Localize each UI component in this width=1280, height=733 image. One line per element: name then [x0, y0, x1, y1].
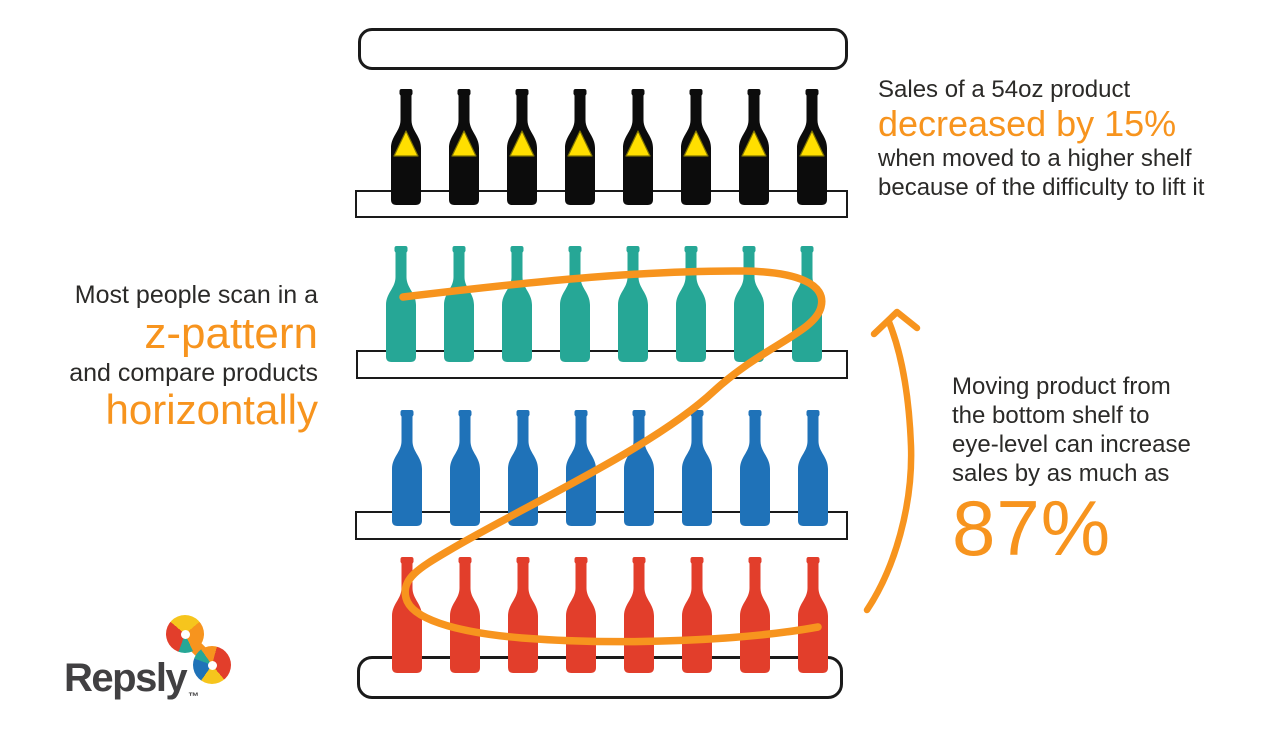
bottle-shape: [560, 246, 590, 362]
bottle-shape: [392, 557, 422, 673]
bottle-icon: [740, 557, 770, 673]
warning-triangle-icon: [799, 130, 825, 157]
brand-name: Repsly: [64, 656, 188, 700]
warning-triangle-icon: [567, 130, 593, 157]
warning-triangle-icon: [393, 130, 419, 157]
bottle-shape: [740, 557, 770, 673]
shelf-unit-base: [357, 656, 843, 699]
bottle-icon: [566, 410, 596, 526]
bottle-icon: [502, 246, 532, 362]
annotation-line: eye-level can increase: [952, 431, 1191, 458]
bottom-shelf-bottles: [392, 557, 828, 673]
bottle-icon: [450, 557, 480, 673]
bottle-shape: [566, 410, 596, 526]
stat-87-percent: 87%: [952, 484, 1112, 572]
bottle-shape: [618, 246, 648, 362]
highlight-z-pattern: z-pattern: [144, 309, 318, 358]
bottle-shape: [798, 557, 828, 673]
bottle-icon: [508, 410, 538, 526]
annotation-line: sales by as much as: [952, 460, 1170, 487]
bottle-shape: [682, 557, 712, 673]
bottle-icon: [444, 246, 474, 362]
annotation-line: because of the difficulty to lift it: [878, 174, 1205, 201]
bottle-icon: [734, 246, 764, 362]
bottle-icon: [392, 557, 422, 673]
bottle-shape: [450, 410, 480, 526]
bottle-shape: [798, 410, 828, 526]
logo-lobe-bottom-right: [193, 646, 231, 684]
bottle-icon: [508, 557, 538, 673]
bottle-shape: [502, 246, 532, 362]
up-arrow-head-icon: [870, 308, 921, 338]
bottle-icon: [792, 246, 822, 362]
warning-triangle-icon: [741, 130, 767, 157]
bottle-icon: [681, 89, 711, 205]
bottle-icon: [391, 89, 421, 205]
warning-triangle-icon: [683, 130, 709, 157]
up-arrow-shaft-icon: [863, 318, 915, 614]
bottle-icon: [566, 557, 596, 673]
bottle-shape: [392, 410, 422, 526]
bottle-shape: [740, 410, 770, 526]
bottle-icon: [565, 89, 595, 205]
bottle-icon: [392, 410, 422, 526]
warning-triangle-icon: [451, 130, 477, 157]
bottle-icon: [798, 410, 828, 526]
annotation-line: Most people scan in a: [74, 281, 318, 309]
bottle-icon: [624, 410, 654, 526]
annotation-z-pattern: Most people scan in a z-pattern and comp…: [30, 281, 318, 433]
bottle-shape: [734, 246, 764, 362]
bottle-shape: [450, 557, 480, 673]
logo-lobe-top-left: [166, 615, 204, 653]
bottle-icon: [624, 557, 654, 673]
bottle-shape: [624, 557, 654, 673]
bottle-shape: [792, 246, 822, 362]
annotation-line: and compare products: [69, 359, 318, 387]
bottle-icon: [623, 89, 653, 205]
bottle-icon: [618, 246, 648, 362]
annotation-line: Sales of a 54oz product: [878, 76, 1131, 103]
bottle-icon: [739, 89, 769, 205]
bottle-shape: [444, 246, 474, 362]
bottle-shape: [508, 557, 538, 673]
bottle-icon: [740, 410, 770, 526]
bottle-shape: [682, 410, 712, 526]
annotation-eye-level: Moving product from the bottom shelf to …: [952, 372, 1252, 568]
top-shelf-bottles: [391, 89, 827, 205]
annotation-line: the bottom shelf to: [952, 402, 1150, 429]
bottle-shape: [386, 246, 416, 362]
bottle-icon: [449, 89, 479, 205]
bottle-icon: [798, 557, 828, 673]
eye-level-shelf-bottles: [386, 246, 822, 362]
bottle-icon: [386, 246, 416, 362]
bottle-shape: [566, 557, 596, 673]
bottle-icon: [560, 246, 590, 362]
bottle-shape: [624, 410, 654, 526]
shelf-unit-top-cap: [358, 28, 848, 70]
bottle-icon: [676, 246, 706, 362]
bottle-icon: [682, 410, 712, 526]
bottle-shape: [676, 246, 706, 362]
highlight-decreased-15: decreased by 15%: [878, 103, 1177, 144]
bottle-icon: [507, 89, 537, 205]
annotation-top-shelf: Sales of a 54oz product decreased by 15%…: [878, 75, 1238, 202]
annotation-line: Moving product from: [952, 373, 1171, 400]
warning-triangle-icon: [625, 130, 651, 157]
bottle-icon: [682, 557, 712, 673]
middle-shelf-bottles: [392, 410, 828, 526]
warning-triangle-icon: [509, 130, 535, 157]
annotation-line: when moved to a higher shelf: [878, 145, 1192, 172]
highlight-horizontally: horizontally: [105, 386, 318, 433]
trademark-symbol: ™: [188, 691, 200, 703]
bottle-shape: [508, 410, 538, 526]
bottle-icon: [450, 410, 480, 526]
bottle-icon: [797, 89, 827, 205]
